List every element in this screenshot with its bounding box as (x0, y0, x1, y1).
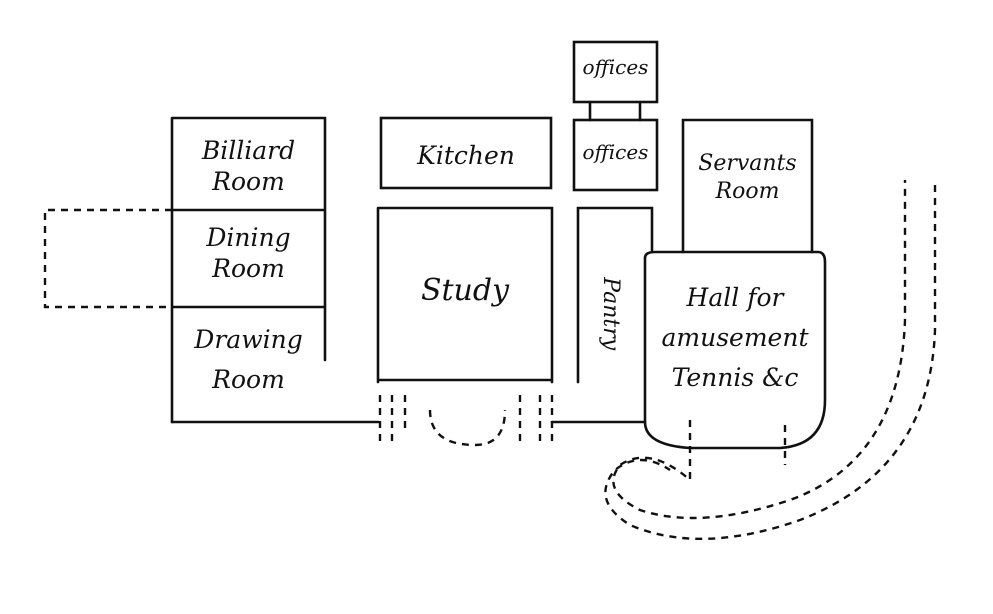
dashed-extension (43, 208, 172, 309)
label-line: Tennis &c (671, 363, 799, 392)
study-dashed-posts (378, 395, 554, 445)
label-line: Room (212, 167, 285, 197)
label-offices-top: offices (582, 55, 649, 79)
label-line: Servants (698, 151, 797, 176)
label-study: Study (420, 273, 510, 308)
dashed-drive-outer (612, 180, 907, 520)
dashed-drive-inner (604, 185, 937, 540)
label-line: Billiard (201, 136, 296, 165)
label-line: Drawing (194, 325, 303, 354)
label-pantry: Pantry (597, 277, 623, 351)
label-line: Room (212, 254, 285, 284)
label-line: Room (715, 178, 780, 204)
label-line: Room (212, 365, 285, 394)
offices-top-wall (572, 40, 659, 104)
label-kitchen: Kitchen (417, 141, 515, 170)
west-wing-walls (170, 116, 327, 424)
label-line: Hall for (686, 283, 784, 312)
hall-wall (643, 250, 827, 450)
offices-connector (588, 100, 642, 122)
offices-wall (572, 118, 659, 192)
study-wall (376, 206, 554, 384)
label-line: Dining (206, 223, 291, 252)
servants-wall (681, 118, 814, 254)
pantry-wall (576, 206, 654, 384)
label-line: amusement (661, 323, 809, 352)
label-offices: offices (582, 140, 649, 164)
study-dashed-arc (428, 409, 507, 447)
kitchen-wall (379, 116, 553, 190)
